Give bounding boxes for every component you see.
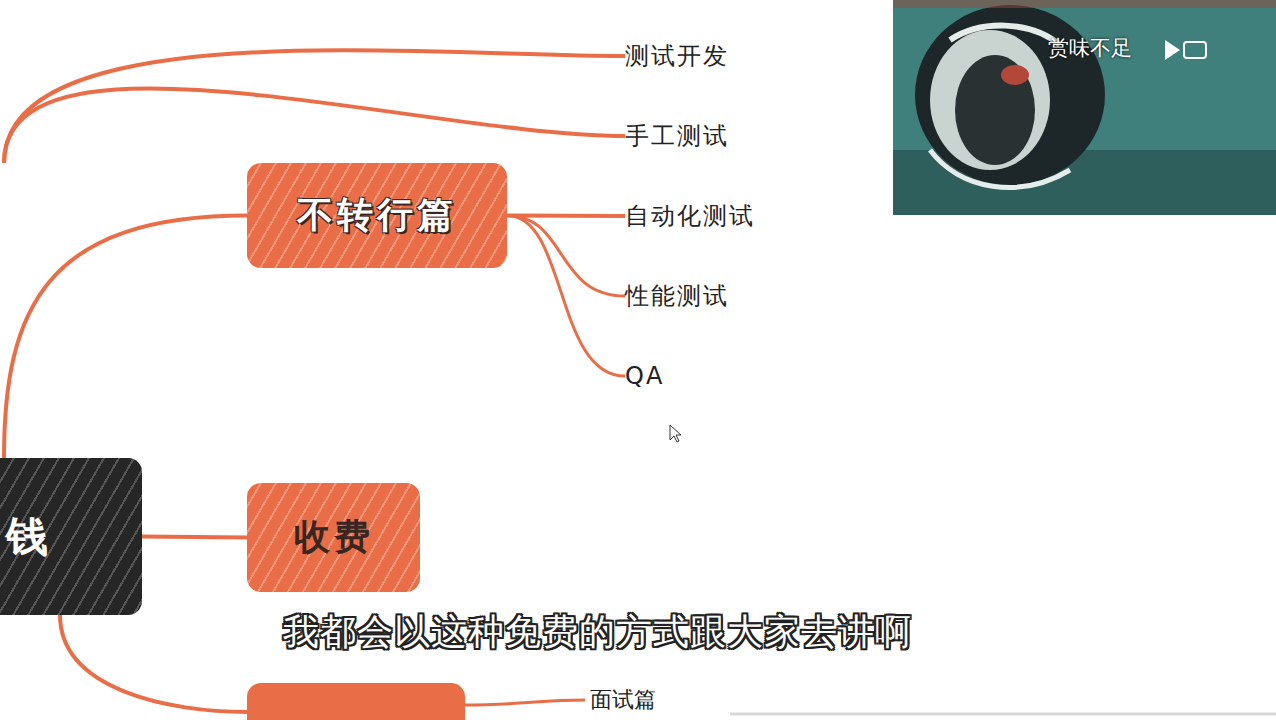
node-text: 测试开发 <box>625 40 729 72</box>
branch-connector <box>507 216 625 297</box>
leaf-text: 测试开发 <box>625 37 741 75</box>
branch-line <box>60 615 247 712</box>
leaf-text: QA <box>625 357 677 395</box>
node-text: 手工测试 <box>625 120 729 152</box>
branch-connector <box>4 89 625 163</box>
branch-connector <box>4 216 247 459</box>
scrollbar <box>730 713 1276 716</box>
branch-connector <box>4 50 625 163</box>
subtitle: 我都会以这种免费的方式跟大家去讲啊 <box>283 608 912 657</box>
branch-connector <box>507 216 625 377</box>
watermark: 赏味不足 <box>1048 34 1132 62</box>
node-text: 自动化测试 <box>625 200 755 232</box>
branch-box: 不转行篇 <box>247 163 507 268</box>
leaf-text: 手工测试 <box>625 117 741 155</box>
cut-off-box <box>247 683 465 720</box>
leaf-text: 性能测试 <box>625 277 741 315</box>
node-text: 性能测试 <box>625 280 729 312</box>
root-box: 钱 <box>0 458 142 615</box>
video-thumbnail <box>893 0 1276 215</box>
mouse-cursor <box>670 425 681 442</box>
node-text: 不转行篇 <box>297 191 457 240</box>
branch-line <box>465 700 585 705</box>
branch-connector <box>142 537 247 538</box>
node-text: QA <box>625 362 664 390</box>
node-text: 收费 <box>294 513 374 562</box>
leaf-text: 面试篇 <box>590 685 656 715</box>
branch-box: 收费 <box>247 483 420 592</box>
node-text: 钱 <box>6 509 52 565</box>
leaf-text: 自动化测试 <box>625 197 767 235</box>
